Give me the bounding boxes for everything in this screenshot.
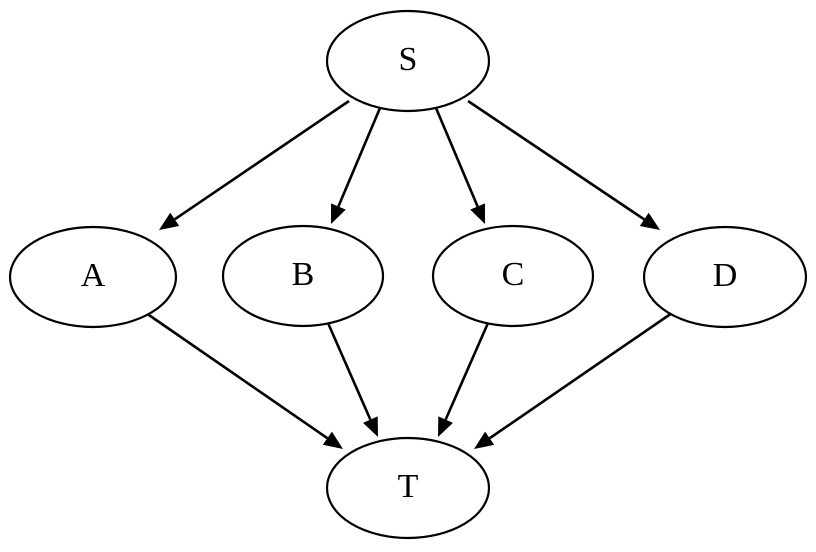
- graph-node-a[interactable]: A: [8, 225, 178, 329]
- graph-edge: [438, 322, 490, 437]
- node-ellipse[interactable]: [325, 9, 491, 113]
- edge-arrowhead-icon: [438, 416, 453, 437]
- nodes-layer: S A B C D T: [8, 9, 808, 540]
- graph-node-s[interactable]: S: [325, 9, 491, 113]
- graph-edge: [326, 322, 378, 437]
- node-ellipse[interactable]: [8, 225, 178, 329]
- graph-edge: [467, 99, 660, 230]
- graph-node-t[interactable]: T: [325, 436, 491, 540]
- graph-edge: [474, 311, 673, 449]
- edge-arrowhead-icon: [322, 431, 343, 449]
- edge-line: [173, 99, 350, 221]
- node-ellipse[interactable]: [221, 224, 385, 328]
- graph-edge: [434, 107, 485, 224]
- graph-edge: [331, 107, 382, 224]
- edge-line: [434, 107, 479, 208]
- edge-arrowhead-icon: [639, 212, 660, 230]
- edge-arrowhead-icon: [474, 431, 495, 449]
- edge-line: [444, 322, 490, 421]
- edges-layer: [145, 99, 673, 449]
- node-ellipse[interactable]: [431, 224, 595, 328]
- node-ellipse[interactable]: [325, 436, 491, 540]
- node-label: T: [398, 468, 419, 505]
- graph-node-c[interactable]: C: [431, 224, 595, 328]
- node-ellipse[interactable]: [642, 225, 808, 329]
- graph-node-d[interactable]: D: [642, 225, 808, 329]
- edge-arrowhead-icon: [470, 203, 485, 224]
- node-label: B: [292, 256, 315, 293]
- node-label: A: [81, 257, 106, 294]
- edge-line: [145, 311, 329, 440]
- node-label: D: [713, 257, 738, 294]
- graph-edge: [145, 311, 343, 449]
- node-label: S: [399, 41, 418, 78]
- graph-edge: [159, 99, 350, 230]
- edge-line: [467, 99, 645, 221]
- edge-line: [337, 107, 382, 208]
- edge-arrowhead-icon: [159, 212, 180, 230]
- edge-arrowhead-icon: [331, 203, 346, 224]
- edge-line: [326, 322, 372, 421]
- node-label: C: [502, 256, 525, 293]
- edge-arrowhead-icon: [363, 416, 378, 437]
- graph-node-b[interactable]: B: [221, 224, 385, 328]
- edge-line: [488, 311, 673, 440]
